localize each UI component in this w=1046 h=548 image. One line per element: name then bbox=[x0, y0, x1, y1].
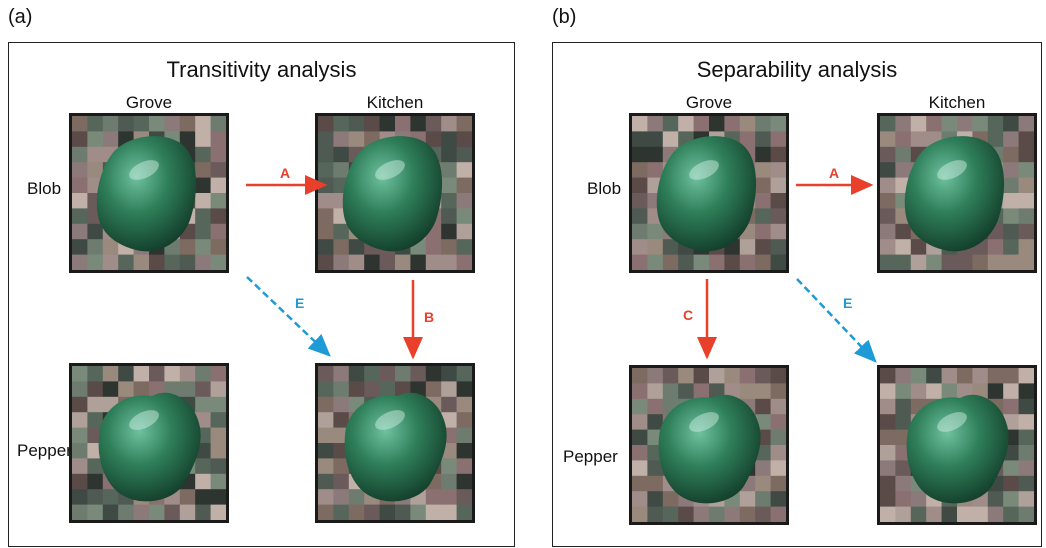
arrow-label-a: A bbox=[280, 165, 291, 181]
column-label-kitchen: Kitchen bbox=[928, 93, 986, 112]
object-render bbox=[342, 136, 443, 252]
panel-b-letter: (b) bbox=[552, 6, 577, 28]
row-label-pepper: Pepper bbox=[17, 441, 72, 460]
render-pepper-grove bbox=[629, 365, 789, 525]
arrow-e bbox=[246, 276, 331, 357]
row-label-blob: Blob bbox=[587, 179, 622, 198]
arrow-label-e: E bbox=[843, 295, 853, 311]
arrow-label-c: C bbox=[683, 307, 694, 323]
arrow-label-e: E bbox=[295, 295, 305, 311]
render-blob-grove bbox=[69, 113, 229, 273]
arrow-label-a: A bbox=[829, 165, 840, 181]
row-label-pepper: Pepper bbox=[563, 447, 618, 466]
panel-title: Transitivity analysis bbox=[166, 57, 357, 82]
render-pepper-kitchen bbox=[315, 363, 475, 523]
object-render bbox=[98, 392, 201, 502]
render-blob-kitchen bbox=[877, 113, 1037, 273]
panel-separability: Separability analysis Grove Kitchen Blob… bbox=[552, 42, 1042, 547]
column-label-grove: Grove bbox=[685, 93, 733, 112]
panel-a-letter: (a) bbox=[8, 6, 33, 28]
object-render bbox=[344, 392, 447, 502]
object-render bbox=[656, 136, 757, 252]
object-render bbox=[96, 136, 197, 252]
render-blob-grove bbox=[629, 113, 789, 273]
render-pepper-grove bbox=[69, 363, 229, 523]
render-pepper-kitchen bbox=[877, 365, 1037, 525]
arrow-label-b: B bbox=[424, 309, 435, 325]
object-render bbox=[658, 394, 761, 504]
panel-transitivity: Transitivity analysis Grove Kitchen Blob… bbox=[8, 42, 515, 547]
render-blob-kitchen bbox=[315, 113, 475, 273]
object-render bbox=[904, 136, 1005, 252]
row-label-blob: Blob bbox=[27, 179, 62, 198]
column-label-kitchen: Kitchen bbox=[366, 93, 424, 112]
panel-title: Separability analysis bbox=[696, 57, 898, 82]
object-render bbox=[906, 394, 1009, 504]
arrow-e bbox=[796, 278, 877, 363]
column-label-grove: Grove bbox=[125, 93, 173, 112]
